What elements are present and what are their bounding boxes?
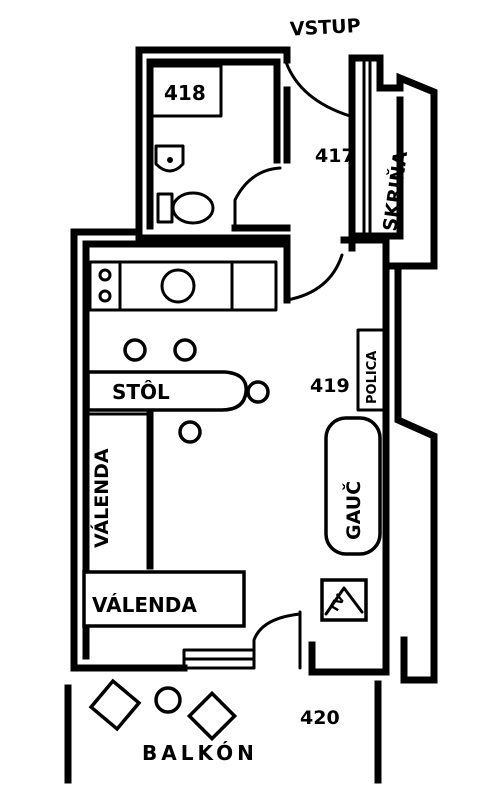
balcony-chair [186, 690, 238, 742]
roller-bed-bottom [82, 570, 246, 628]
wardrobe-label: SKRIŇA [378, 149, 412, 232]
chair-icon [246, 380, 270, 404]
entrance-label: VSTUP [289, 15, 361, 41]
balcony-table [154, 686, 182, 714]
room-419-label: 419 [310, 375, 350, 397]
sofa-label: GAUČ [341, 481, 365, 540]
room-418-box [149, 64, 223, 118]
roller-bed-bottom-label: VÁLENDA [92, 593, 197, 617]
shelf [356, 328, 386, 412]
roller-bed-left [88, 410, 154, 570]
table [86, 370, 248, 412]
kitchen-counter [88, 260, 278, 312]
hall-door-arc [285, 253, 344, 302]
toilet-icon [156, 191, 215, 225]
room-418-label: 418 [164, 81, 206, 105]
shelf-label: POLICA [365, 351, 380, 404]
sofa [324, 416, 382, 556]
sink-icon [154, 144, 185, 173]
roller-bed-left-label: VÁLENDA [90, 448, 113, 548]
room-420-label: 420 [300, 707, 340, 729]
balcony-chair [88, 678, 142, 732]
table-label: STÔL [112, 380, 170, 404]
balcony-walls [64, 680, 382, 784]
bathroom-door-arc [233, 166, 282, 228]
wardrobe-rail [362, 60, 372, 234]
chair-icon [173, 338, 197, 362]
entrance-door-arc [284, 60, 352, 118]
chair-icon [178, 420, 202, 444]
room-417-walls [283, 54, 438, 304]
balcony-label: BALKÓN [142, 741, 258, 765]
tv-icon [320, 578, 368, 622]
room-417-label: 417 [315, 145, 355, 167]
chair-icon [123, 338, 147, 362]
balcony-door [182, 610, 302, 670]
